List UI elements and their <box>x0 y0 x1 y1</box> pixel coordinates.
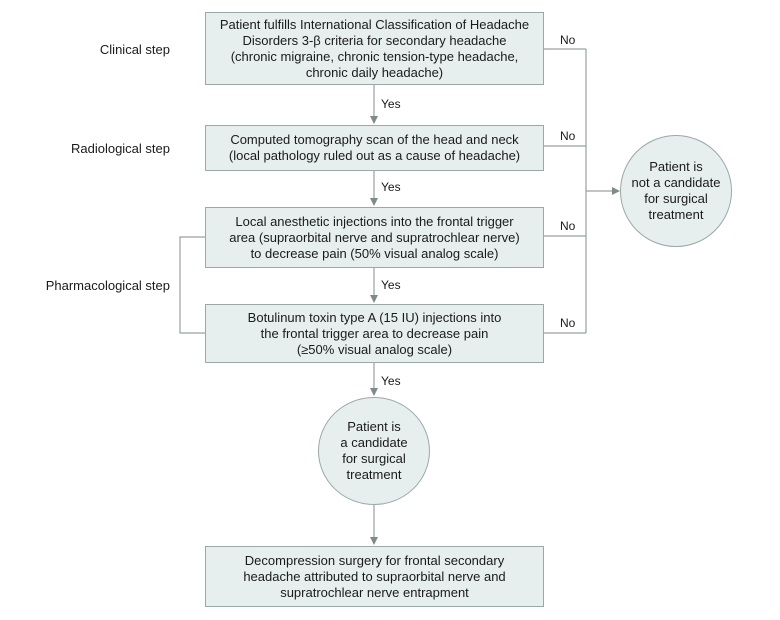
icd-criteria-box: Patient fulfills International Classific… <box>205 12 544 85</box>
surgery-line-2: headache attributed to supraorbital nerv… <box>243 568 506 584</box>
step-label-pharmacological: Pharmacological step <box>45 278 170 293</box>
yes-label-3: Yes <box>381 278 401 292</box>
anesthetic-injection-box: Local anesthetic injections into the fro… <box>205 207 544 268</box>
pharmacological-bracket <box>179 236 205 334</box>
surgery-line-3: supratrochlear nerve entrapment <box>280 584 469 600</box>
decompression-surgery-box: Decompression surgery for frontal second… <box>205 546 544 607</box>
botulinum-line-1: Botulinum toxin type A (15 IU) injection… <box>247 309 502 325</box>
step-label-clinical: Clinical step <box>99 42 170 57</box>
no-label-3: No <box>560 219 576 233</box>
not-candidate-line-1: Patient is <box>649 159 703 174</box>
ct-line-1: Computed tomography scan of the head and… <box>230 132 519 147</box>
not-candidate-line-2: not a candidate <box>631 175 721 190</box>
no-label-2: No <box>560 129 576 143</box>
no-label-1: No <box>560 33 576 47</box>
icd-line-4: chronic daily headache) <box>305 64 444 80</box>
anesthetic-line-1: Local anesthetic injections into the fro… <box>235 213 514 229</box>
ct-line-2: (local pathology ruled out as a cause of… <box>228 148 521 163</box>
candidate-line-4: treatment <box>346 467 402 482</box>
step-label-radiological: Radiological step <box>70 141 170 156</box>
candidate-line-2: a candidate <box>340 435 408 450</box>
yes-label-1: Yes <box>381 97 401 111</box>
not-candidate-line-4: treatment <box>648 207 704 222</box>
candidate-circle: Patient is a candidate for surgical trea… <box>318 397 430 505</box>
yes-label-4: Yes <box>381 374 401 388</box>
surgery-line-1: Decompression surgery for frontal second… <box>244 552 505 568</box>
not-candidate-circle: Patient is not a candidate for surgical … <box>620 135 732 247</box>
yes-label-2: Yes <box>381 180 401 194</box>
icd-line-2: Disorders 3-β criteria for secondary hea… <box>242 32 507 48</box>
candidate-line-3: for surgical <box>342 451 406 466</box>
icd-line-3: (chronic migraine, chronic tension-type … <box>230 48 519 64</box>
anesthetic-line-2: area (supraorbital nerve and supratrochl… <box>229 229 520 245</box>
ct-scan-box: Computed tomography scan of the head and… <box>205 125 544 171</box>
icd-line-1: Patient fulfills International Classific… <box>219 16 530 32</box>
candidate-line-1: Patient is <box>347 419 401 434</box>
botulinum-line-3: (≥50% visual analog scale) <box>296 341 453 357</box>
botulinum-line-2: the frontal trigger area to decrease pai… <box>260 325 489 341</box>
botulinum-injection-box: Botulinum toxin type A (15 IU) injection… <box>205 304 544 363</box>
anesthetic-line-3: to decrease pain (50% visual analog scal… <box>250 245 499 261</box>
not-candidate-line-3: for surgical <box>644 191 708 206</box>
no-label-4: No <box>560 316 576 330</box>
